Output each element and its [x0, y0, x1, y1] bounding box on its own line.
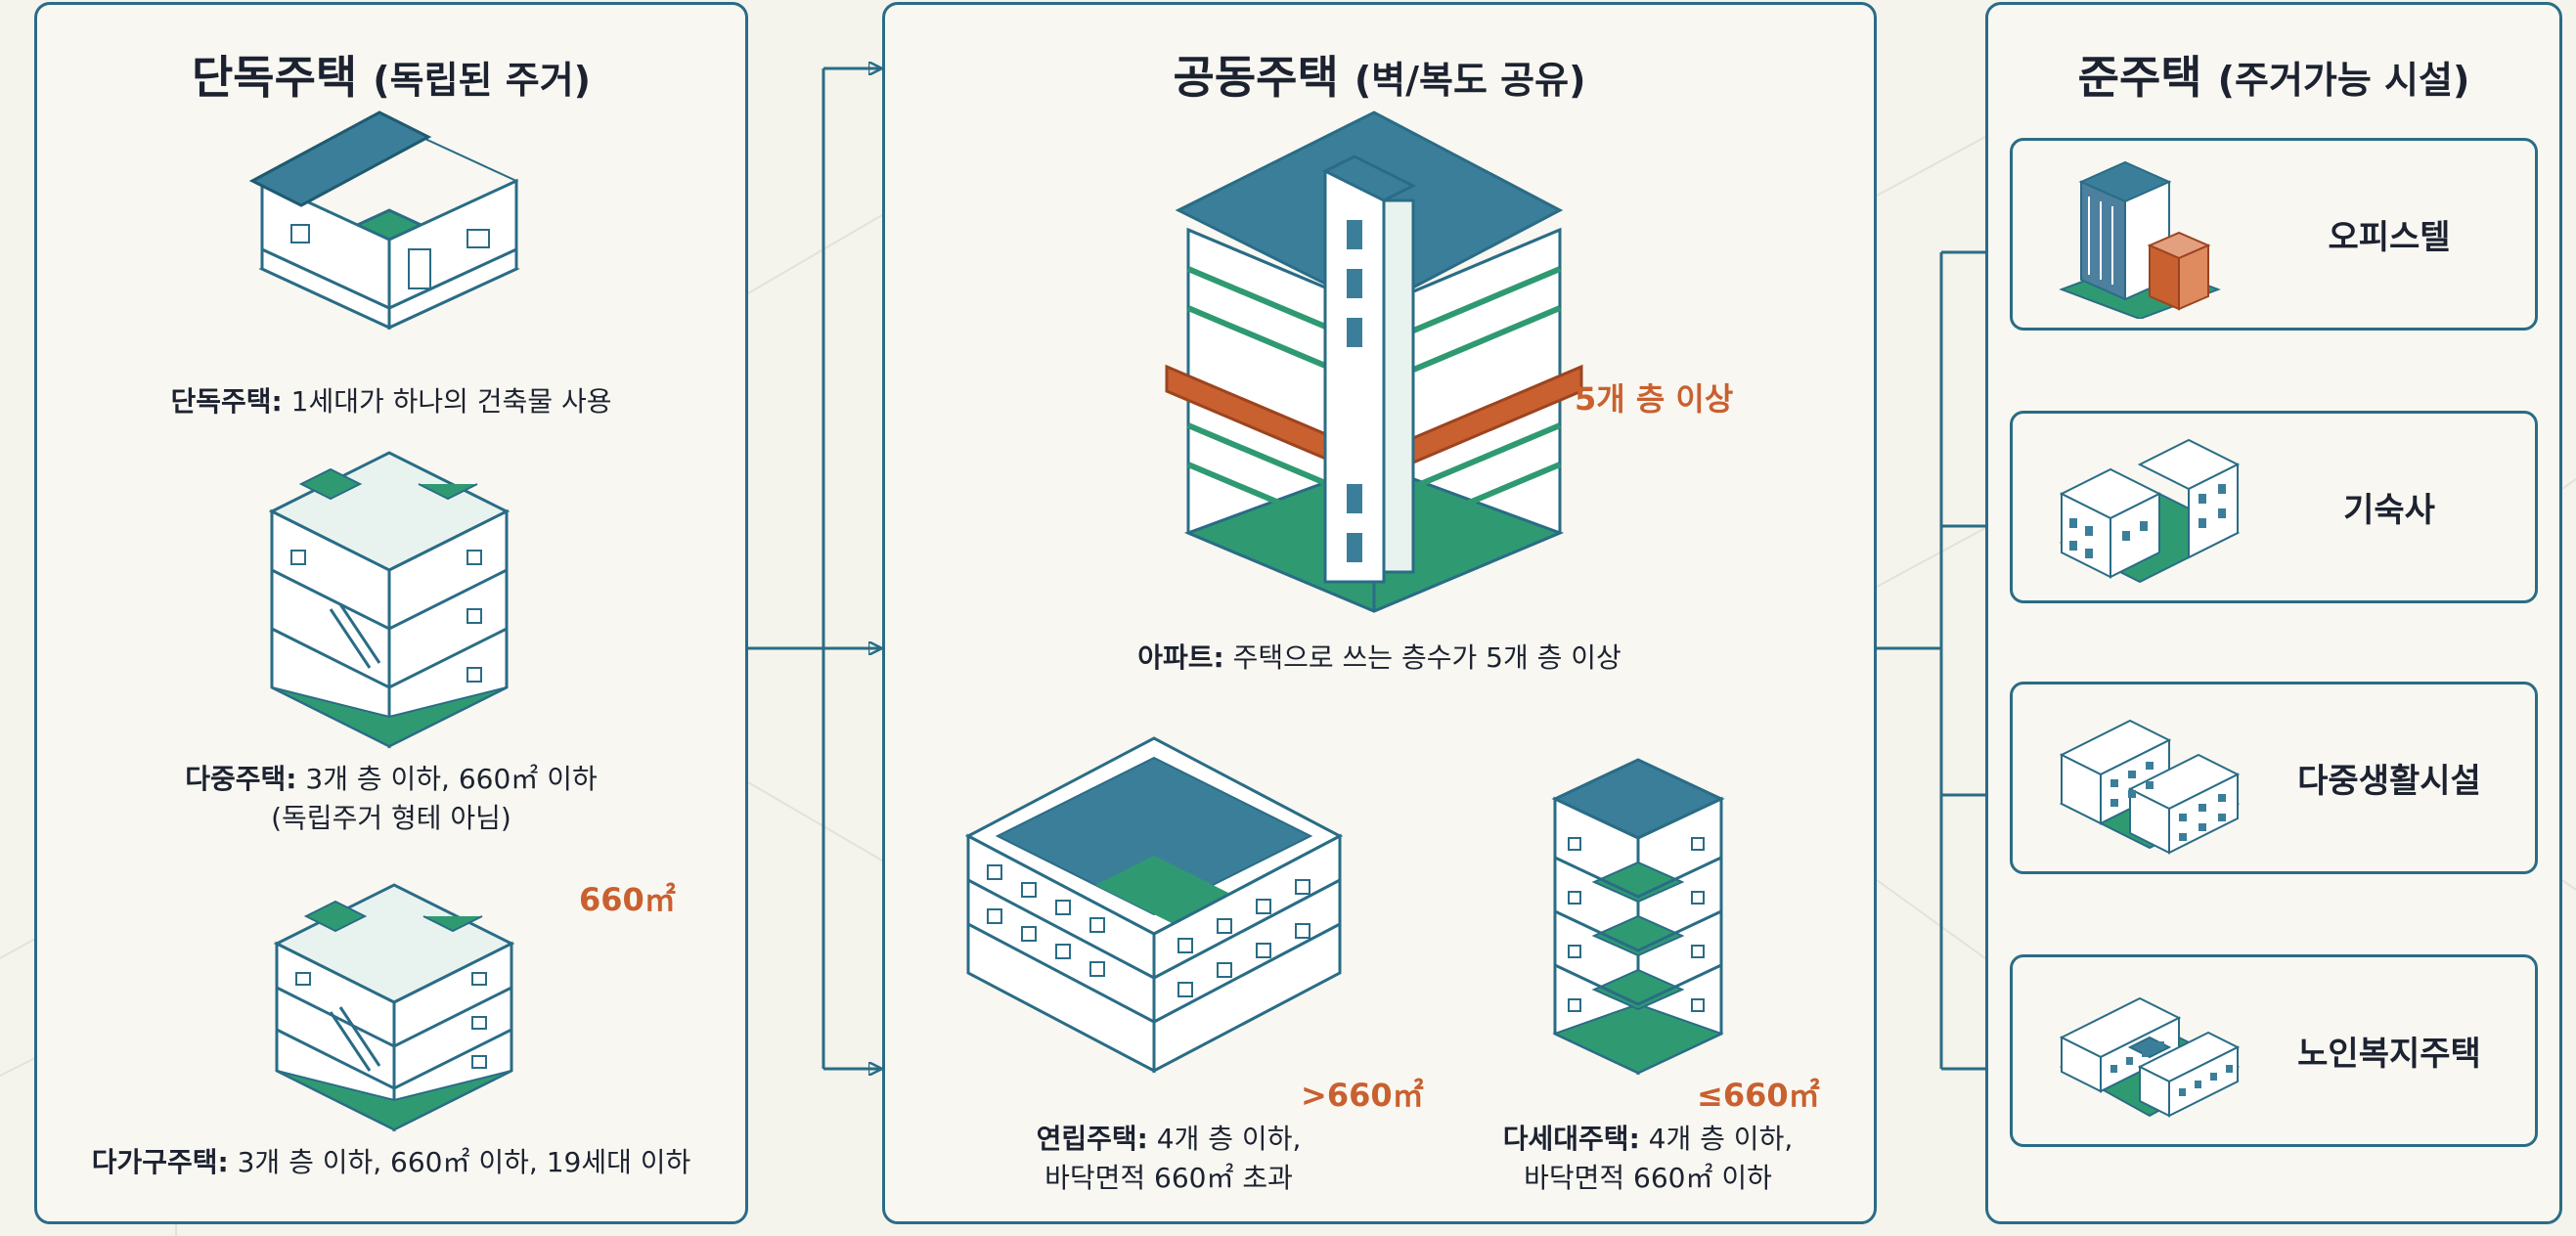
dormitory-building-icon [2059, 438, 2241, 584]
detached-title-sub: (독립된 주거) [373, 59, 592, 102]
quasi-item-senior-welfare: 노인복지주택 [2010, 954, 2538, 1147]
senior-welfare-label: 노인복지주택 [2297, 1035, 2481, 1074]
detached-panel-title: 단독주택 (독립된 주거) [37, 42, 745, 107]
multi-household-desc: 3개 층 이하, 660㎡ 이하, 19세대 이하 [237, 1146, 691, 1178]
quasi-housing-panel: 준주택 (주거가능 시설) 오피스텔 [1985, 2, 2562, 1224]
multi-unit-term: 다중주택: [185, 763, 297, 795]
multiplex-desc2: 바닥면적 660㎡ 이하 [1524, 1162, 1772, 1194]
multi-household-term: 다가구주택: [91, 1146, 229, 1178]
multiplex-area-label: ≤660㎡ [1697, 1077, 1820, 1114]
quasi-title-text: 준주택 [2077, 51, 2202, 104]
dormitory-label: 기숙사 [2343, 491, 2435, 530]
multi-unit-desc2: (독립주거 형테 아님) [271, 802, 511, 834]
floor-threshold-label: 5개 층 이상 [1575, 380, 1734, 418]
quasi-panel-title: 준주택 (주거가능 시설) [1988, 42, 2559, 107]
detached-title-text: 단독주택 [191, 51, 358, 104]
multi-title-text: 공동주택 [1173, 51, 1339, 104]
single-house-icon [248, 110, 520, 331]
multi-unit-house-caption: 다중주택: 3개 층 이하, 660㎡ 이하 (독립주거 형테 아님) [37, 760, 745, 838]
multi-living-facility-icon [2059, 719, 2241, 855]
apartment-term: 아파트: [1137, 641, 1224, 674]
quasi-item-dormitory: 기숙사 [2010, 411, 2538, 603]
single-house-caption: 단독주택: 1세대가 하나의 건축물 사용 [37, 382, 745, 421]
multi-living-label: 다중생활시설 [2297, 762, 2481, 801]
multiplex-caption: 다세대주택: 4개 층 이하, 바닥면적 660㎡ 이하 [1452, 1120, 1843, 1198]
row-house-desc: 4개 층 이하, [1156, 1123, 1302, 1155]
multiplex-term: 다세대주택: [1502, 1123, 1640, 1155]
senior-welfare-housing-icon [2059, 996, 2241, 1118]
multi-household-caption: 다가구주택: 3개 층 이하, 660㎡ 이하, 19세대 이하 [37, 1143, 745, 1182]
multi-unit-house-icon [268, 451, 511, 749]
officetel-label: 오피스텔 [2328, 218, 2451, 257]
quasi-title-sub: (주거가능 시설) [2217, 59, 2470, 102]
apartment-desc: 주택으로 쓰는 층수가 5개 층 이상 [1232, 641, 1621, 674]
quasi-item-officetel: 오피스텔 [2010, 138, 2538, 331]
multiplex-desc: 4개 층 이하, [1648, 1123, 1794, 1155]
apartment-tower-icon [1165, 110, 1583, 613]
multi-title-sub: (벽/복도 공유) [1354, 59, 1586, 102]
row-house-area-label: >660㎡ [1301, 1077, 1424, 1114]
row-house-icon [964, 736, 1344, 1074]
detached-housing-panel: 단독주택 (독립된 주거) 단독주택: 1세대가 하나의 건축물 사용 다중주택… [34, 2, 748, 1224]
multi-panel-title: 공동주택 (벽/복도 공유) [885, 42, 1874, 107]
officetel-building-icon [2059, 160, 2221, 319]
quasi-item-multi-living: 다중생활시설 [2010, 682, 2538, 874]
row-house-desc2: 바닥면적 660㎡ 초과 [1044, 1162, 1293, 1194]
single-house-term: 단독주택: [170, 385, 283, 418]
apartment-caption: 아파트: 주택으로 쓰는 층수가 5개 층 이상 [885, 639, 1874, 678]
multiplex-building-icon [1551, 758, 1725, 1076]
area-threshold-label: 660㎡ [579, 881, 676, 918]
multi-unit-desc: 3개 층 이하, 660㎡ 이하 [305, 763, 598, 795]
multi-family-housing-panel: 공동주택 (벽/복도 공유) 5개 층 이상 아파트: 주택으로 쓰는 층수가 … [882, 2, 1877, 1224]
single-house-desc: 1세대가 하나의 건축물 사용 [290, 385, 612, 418]
multi-household-house-icon [273, 883, 515, 1132]
row-house-term: 연립주택: [1036, 1123, 1148, 1155]
row-house-caption: 연립주택: 4개 층 이하, 바닥면적 660㎡ 초과 [963, 1120, 1374, 1198]
